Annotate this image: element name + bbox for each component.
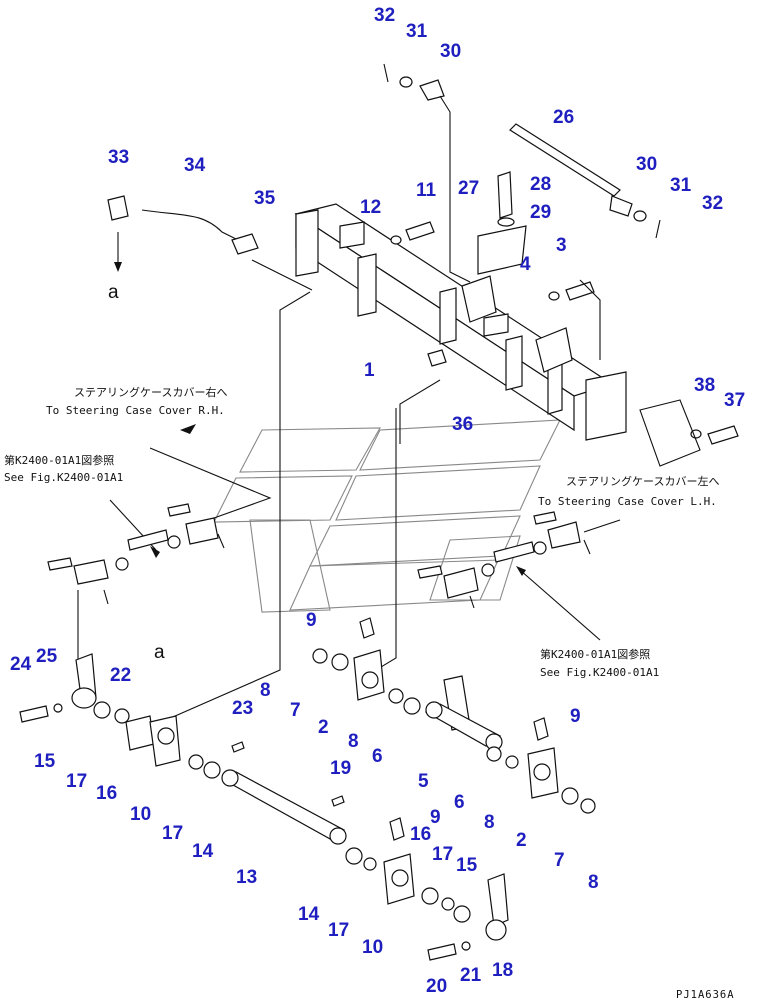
callout-14-a: 14	[192, 841, 214, 862]
callout-35: 35	[254, 188, 276, 209]
callout-6-b: 6	[454, 792, 465, 813]
callout-34: 34	[184, 155, 206, 176]
callout-16-a: 16	[96, 783, 117, 804]
callout-12: 12	[360, 197, 381, 218]
callout-30-top: 30	[440, 41, 461, 62]
callout-37: 37	[724, 390, 745, 411]
callout-25: 25	[36, 646, 58, 667]
note-right-cover-en: To Steering Case Cover R.H.	[46, 404, 225, 417]
leader-lines	[77, 95, 621, 721]
callout-17-a: 17	[66, 771, 87, 792]
callout-21: 21	[460, 965, 482, 986]
callout-14-b: 14	[298, 904, 320, 925]
callout-38: 38	[694, 375, 715, 396]
callout-3: 3	[556, 235, 567, 256]
callout-10-a: 10	[130, 804, 151, 825]
callout-17-c: 17	[432, 844, 453, 865]
callout-27: 27	[458, 178, 479, 199]
callout-28: 28	[530, 174, 551, 195]
callout-36: 36	[452, 414, 473, 435]
callout-29: 29	[530, 202, 551, 223]
callout-31-right: 31	[670, 175, 692, 196]
callout-8-a: 8	[260, 680, 271, 701]
callout-6-a: 6	[372, 746, 383, 767]
callout-17-d: 17	[328, 920, 349, 941]
callout-7-a: 7	[290, 700, 301, 721]
note-fig-ref-left-jp: 第K2400-01A1図参照	[4, 453, 114, 467]
callout-32-top: 32	[374, 5, 395, 26]
frame-assembly	[294, 203, 627, 441]
callout-5: 5	[418, 771, 429, 792]
note-fig-ref-right-jp: 第K2400-01A1図参照	[540, 647, 650, 661]
callout-8-b: 8	[348, 731, 359, 752]
bolts-top	[390, 171, 739, 467]
callout-24: 24	[10, 654, 32, 675]
callout-8-d: 8	[588, 872, 599, 893]
watermark-logo	[213, 419, 561, 613]
callout-labels: 32 31 30 26 33 34 30 27 28 11 31 35 32 1…	[10, 5, 745, 997]
drawing-code: PJ1A636A	[676, 989, 735, 1001]
lube-line	[107, 195, 447, 367]
rod-assembly-26	[383, 63, 661, 239]
callout-19: 19	[330, 758, 351, 779]
annotations: ステアリングケースカバー右へ To Steering Case Cover R.…	[4, 385, 735, 1001]
callout-2-b: 2	[516, 830, 527, 851]
callout-17-b: 17	[162, 823, 183, 844]
callout-15-b: 15	[456, 855, 478, 876]
lower-assembly	[19, 503, 596, 961]
callout-33: 33	[108, 147, 129, 168]
note-left-cover-jp: ステアリングケースカバー左へ	[566, 474, 719, 488]
note-left-cover-en: To Steering Case Cover L.H.	[538, 495, 717, 508]
note-right-cover-jp: ステアリングケースカバー右へ	[74, 385, 227, 399]
note-fig-ref-left-en: See Fig.K2400-01A1	[4, 471, 123, 484]
callout-18: 18	[492, 960, 513, 981]
callout-9-a: 9	[306, 610, 317, 631]
callout-9-c: 9	[430, 807, 441, 828]
note-fig-ref-right-en: See Fig.K2400-01A1	[540, 666, 659, 679]
callout-4: 4	[520, 254, 531, 275]
callout-26: 26	[553, 107, 574, 128]
callout-9-b: 9	[570, 706, 581, 727]
callout-30-right: 30	[636, 154, 657, 175]
callout-22: 22	[110, 665, 131, 686]
callout-13: 13	[236, 867, 257, 888]
callout-7-b: 7	[554, 850, 565, 871]
callout-10-b: 10	[362, 937, 383, 958]
callout-2-a: 2	[318, 717, 329, 738]
callout-32-right: 32	[702, 193, 723, 214]
callout-1: 1	[364, 360, 375, 381]
callout-11: 11	[416, 180, 437, 201]
connector-a-bottom: a	[154, 642, 165, 663]
callout-8-c: 8	[484, 812, 495, 833]
callout-31-top: 31	[406, 21, 428, 42]
connector-a-top: a	[108, 282, 119, 303]
callout-15-a: 15	[34, 751, 56, 772]
callout-16-b: 16	[410, 824, 431, 845]
callout-23: 23	[232, 698, 253, 719]
callout-20: 20	[426, 976, 447, 997]
